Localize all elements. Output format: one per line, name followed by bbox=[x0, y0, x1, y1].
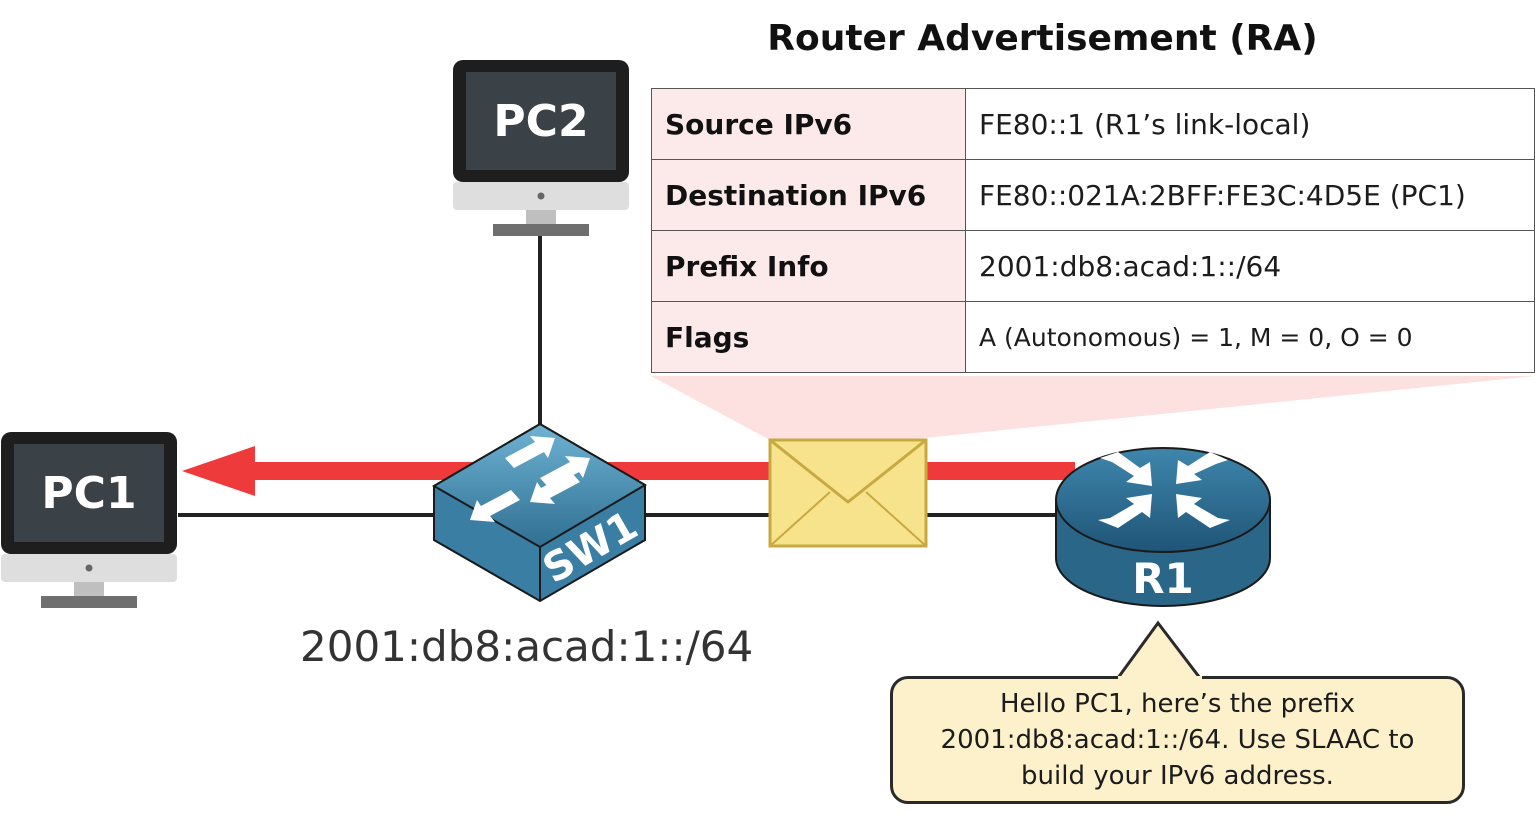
r1-label: R1 bbox=[1132, 554, 1194, 603]
field-destination-ipv6: Destination IPv6 bbox=[651, 159, 966, 231]
pc2-computer[interactable]: PC2 bbox=[453, 60, 629, 236]
speech-bubble-tail-joint bbox=[1118, 676, 1202, 681]
value-flags: A (Autonomous) = 1, M = 0, O = 0 bbox=[965, 301, 1535, 373]
subnet-label: 2001:db8:acad:1::/64 bbox=[300, 622, 754, 671]
value-prefix-info: 2001:db8:acad:1::/64 bbox=[965, 230, 1535, 302]
switch-arrows-icon bbox=[470, 436, 590, 522]
value-destination-ipv6: FE80::021A:2BFF:FE3C:4D5E (PC1) bbox=[965, 159, 1535, 231]
pc1-computer[interactable]: PC1 bbox=[1, 432, 177, 608]
ra-fields-table: Source IPv6 FE80::1 (R1’s link-local) De… bbox=[651, 88, 1535, 373]
speech-line: Hello PC1, here’s the prefix bbox=[999, 689, 1356, 719]
sw1-switch[interactable]: SW1 bbox=[432, 422, 647, 603]
table-row: Source IPv6 FE80::1 (R1’s link-local) bbox=[651, 88, 1535, 160]
pc1-label: PC1 bbox=[41, 468, 136, 519]
table-row: Prefix Info 2001:db8:acad:1::/64 bbox=[651, 230, 1535, 302]
speech-bubble-text: Hello PC1, here’s the prefix 2001:db8:ac… bbox=[908, 686, 1448, 794]
ra-arrow-head bbox=[182, 446, 255, 496]
speech-bubble: Hello PC1, here’s the prefix 2001:db8:ac… bbox=[890, 676, 1465, 804]
diagram-title: Router Advertisement (RA) bbox=[767, 18, 1318, 59]
field-prefix-info: Prefix Info bbox=[651, 230, 966, 302]
speech-line: build your IPv6 address. bbox=[1021, 761, 1334, 791]
table-row: Flags A (Autonomous) = 1, M = 0, O = 0 bbox=[651, 301, 1535, 373]
router-arrows-icon bbox=[1098, 452, 1230, 528]
speech-line: 2001:db8:acad:1::/64. Use SLAAC to bbox=[940, 725, 1415, 755]
field-source-ipv6: Source IPv6 bbox=[651, 88, 966, 160]
field-flags: Flags bbox=[651, 301, 966, 373]
ra-packet-envelope-icon bbox=[768, 438, 928, 548]
pc2-label: PC2 bbox=[493, 96, 588, 147]
r1-router[interactable]: R1 bbox=[1055, 447, 1271, 607]
table-row: Destination IPv6 FE80::021A:2BFF:FE3C:4D… bbox=[651, 159, 1535, 231]
callout-wedge bbox=[651, 376, 1535, 440]
value-source-ipv6: FE80::1 (R1’s link-local) bbox=[965, 88, 1535, 160]
ra-arrow-shaft bbox=[245, 462, 1075, 480]
